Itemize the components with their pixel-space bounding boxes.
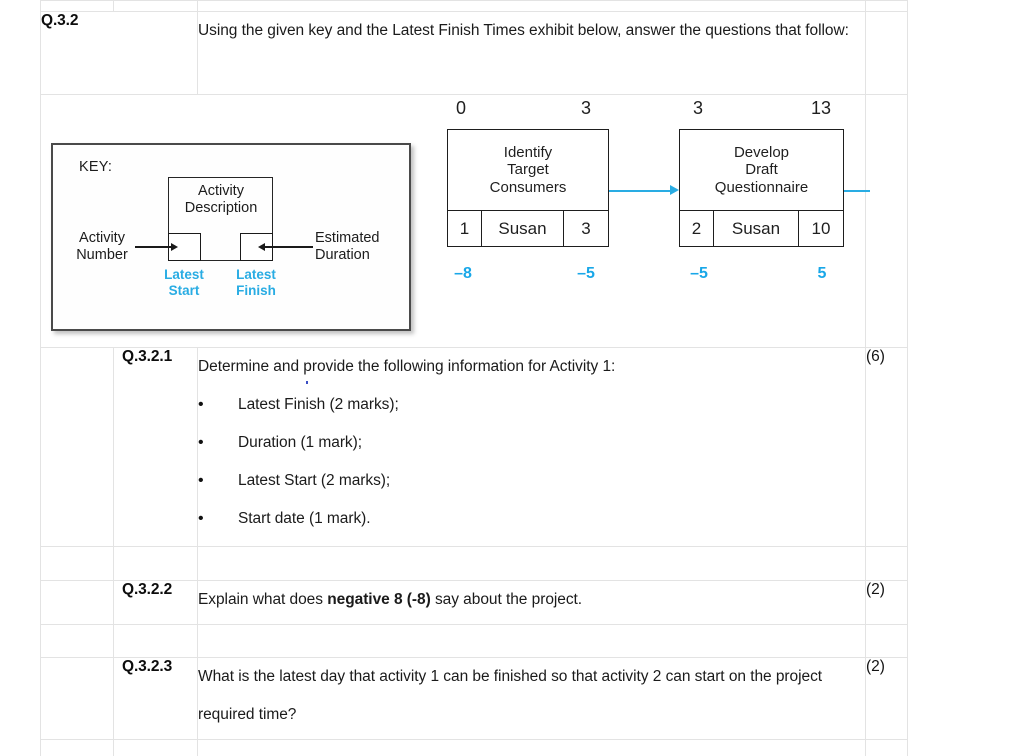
table-row-spacer-1 — [40, 546, 908, 581]
list-item: Start date (1 mark). — [198, 499, 865, 538]
list-item: Latest Finish (2 marks); — [198, 385, 865, 424]
table-row-spacer-bottom — [40, 739, 908, 756]
key-arrow-line-right — [265, 246, 313, 248]
q322-text-after: say about the project. — [430, 591, 583, 608]
table-row-spacer-2 — [40, 624, 908, 658]
list-item: Latest Start (2 marks); — [198, 461, 865, 500]
list-item: Duration (1 mark); — [198, 423, 865, 462]
question-label-q323: Q.3.2.3 — [113, 657, 198, 740]
exhibit-marks-cell — [865, 94, 908, 348]
table-row-spacer-top — [40, 0, 908, 12]
q322-text-bold: negative 8 (-8) — [327, 591, 431, 608]
node-2-early-finish: 13 — [810, 98, 832, 118]
question-marks-q323: (2) — [865, 657, 908, 740]
node-2-latest-start: –5 — [690, 265, 708, 282]
q321-bullet-list: Latest Finish (2 marks); Duration (1 mar… — [198, 385, 865, 538]
activity-node-1-detail-row: 1 Susan 3 — [448, 210, 608, 246]
connector-line-1-2 — [609, 190, 671, 193]
activity-node-2-duration: 10 — [811, 218, 831, 238]
question-text-q322: Explain what does negative 8 (-8) say ab… — [197, 580, 866, 625]
question-marks-q32 — [865, 11, 908, 95]
q321-spacer-cell — [40, 347, 114, 547]
activity-node-2-detail-row: 2 Susan 10 — [680, 210, 843, 246]
activity-node-2-owner: Susan — [714, 211, 799, 246]
key-arrow-line-left — [135, 246, 176, 248]
question-marks-q322: (2) — [865, 580, 908, 625]
activity-node-1-number: 1 — [448, 211, 482, 246]
key-title: KEY: — [79, 159, 113, 175]
table-row-q323: Q.3.2.3 What is the latest day that acti… — [40, 657, 908, 740]
key-arrow-head-left — [171, 242, 178, 251]
key-arrow-head-right — [258, 242, 265, 251]
question-label-q321: Q.3.2.1 — [113, 347, 198, 547]
node-2-early-start: 3 — [692, 98, 703, 118]
question-label-q322: Q.3.2.2 — [113, 580, 198, 625]
connector-arrow-1-2 — [670, 185, 679, 195]
node-1-early-finish: 3 — [580, 98, 591, 118]
question-marks-q321: (6) — [865, 347, 908, 547]
node-2-latest-finish: 5 — [817, 265, 827, 282]
activity-node-1-owner: Susan — [482, 211, 564, 246]
question-text-q321: Determine and provide the following info… — [198, 358, 616, 375]
node-1-latest-finish: –5 — [577, 265, 595, 282]
question-text-q32: Using the given key and the Latest Finis… — [197, 11, 866, 95]
question-body-q321: Determine and provide the following info… — [197, 347, 866, 547]
question-label-q32: Q.3.2 — [40, 11, 198, 95]
q322-text-before: Explain what does — [198, 591, 328, 608]
q322-spacer-cell — [40, 580, 114, 625]
table-row-q321: Q.3.2.1 Determine and provide the follow… — [40, 347, 908, 547]
q323-spacer-cell — [40, 657, 114, 740]
activity-node-2-number: 2 — [680, 211, 714, 246]
key-activity-box — [168, 177, 273, 261]
blue-speck-artifact — [306, 381, 308, 384]
activity-node-1-duration: 3 — [581, 218, 591, 238]
node-1-latest-start: –8 — [454, 265, 472, 282]
table-row-q322: Q.3.2.2 Explain what does negative 8 (-8… — [40, 580, 908, 625]
connector-line-2-out — [844, 190, 870, 193]
node-1-early-start: 0 — [455, 98, 466, 118]
exam-question-table: Q.3.2 Using the given key and the Latest… — [40, 0, 908, 756]
question-text-q323: What is the latest day that activity 1 c… — [197, 657, 866, 740]
table-row-q32: Q.3.2 Using the given key and the Latest… — [40, 11, 908, 95]
